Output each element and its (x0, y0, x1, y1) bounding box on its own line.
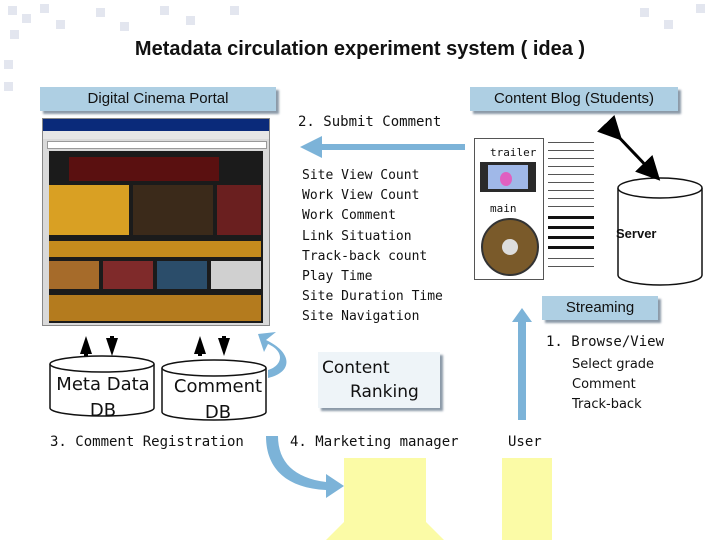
doc-text-line (548, 142, 594, 143)
doc-text-line (548, 246, 594, 249)
blog-label: Content Blog (Students) (470, 87, 678, 111)
main-label: main (490, 202, 517, 215)
decor-square (56, 20, 65, 29)
metadata-db-line-1: Meta Data (56, 374, 150, 395)
browser-page (49, 151, 263, 323)
metadata-db-line-2: DB (89, 400, 117, 421)
browser-toolbar (43, 131, 269, 139)
ranking-line-1: Content (322, 358, 390, 378)
content-ranking-box: Content Ranking (318, 352, 440, 408)
marketing-pc-icon (326, 458, 444, 540)
metrics-list: Site View Count Work View Count Work Com… (302, 166, 443, 328)
decor-square (4, 60, 13, 69)
film-strip-icon (480, 162, 536, 192)
sync-arrow (597, 115, 661, 181)
user-pc-icon (502, 458, 552, 540)
comment-db-line-2: DB (204, 402, 232, 423)
metric-item: Track-back count (302, 248, 428, 264)
updown-arrow-left (80, 336, 118, 356)
trailer-label: trailer (490, 146, 537, 159)
decor-square (96, 8, 105, 17)
doc-text-line (548, 150, 594, 151)
metric-item: Play Time (302, 269, 373, 285)
decor-square (664, 20, 673, 29)
doc-text-line (548, 182, 594, 183)
decor-square (40, 4, 49, 13)
comment-registration-label: 3. Comment Registration (50, 434, 244, 450)
doc-text-line (548, 236, 594, 239)
metric-item: Work View Count (302, 188, 420, 204)
metadata-db-label: Meta Data DB (48, 372, 158, 424)
metadata-db-cylinder (49, 355, 155, 417)
metric-item: Work Comment (302, 208, 396, 224)
decor-square (230, 6, 239, 15)
ranking-line-2: Ranking (350, 382, 419, 402)
doc-text-line (548, 206, 594, 207)
curved-arrow-lower (266, 436, 344, 498)
doc-text-line (548, 258, 594, 259)
curved-arrow-upper (258, 332, 287, 378)
decor-square (696, 4, 705, 13)
server-label: Server (616, 226, 657, 241)
decor-square (8, 6, 17, 15)
doc-text-line (548, 266, 594, 267)
submit-comment-label: 2. Submit Comment (298, 114, 442, 130)
metric-item: Site View Count (302, 168, 420, 183)
decor-square (160, 6, 169, 15)
doc-text-line (548, 216, 594, 219)
decor-square (640, 8, 649, 17)
browser-titlebar (43, 119, 269, 131)
user-label: User (508, 434, 542, 450)
metric-item: Site Duration Time (302, 289, 443, 305)
comment-db-label: Comment DB (166, 374, 270, 426)
user-action-item: Track-back (572, 397, 642, 412)
user-actions-list: Select grade Comment Track-back (572, 355, 654, 415)
browser-address-bar (47, 141, 267, 149)
comment-db-line-1: Comment (173, 376, 263, 397)
marketing-manager-label: 4. Marketing manager (290, 434, 459, 450)
submit-comment-arrow (300, 136, 465, 158)
page-title: Metadata circulation experiment system (… (134, 38, 586, 60)
decor-square (120, 22, 129, 31)
portal-screenshot (42, 118, 270, 326)
user-action-item: Comment (572, 377, 636, 392)
doc-text-line (548, 166, 594, 167)
decor-square (10, 30, 19, 39)
doc-text-line (548, 226, 594, 229)
streaming-label: Streaming (542, 296, 658, 320)
metric-item: Site Navigation (302, 309, 420, 325)
decor-square (4, 82, 13, 91)
doc-text-line (548, 158, 594, 159)
server-cylinder (617, 177, 703, 286)
browse-view-label: 1. Browse/View (546, 334, 665, 350)
browse-arrow (512, 308, 532, 420)
portal-label: Digital Cinema Portal (40, 87, 276, 111)
user-action-item: Select grade (572, 357, 655, 372)
comment-db-cylinder (161, 359, 267, 421)
film-reel-icon (481, 218, 539, 276)
updown-arrow-right (194, 336, 230, 356)
doc-text-line (548, 190, 594, 191)
decor-square (186, 16, 195, 25)
doc-text-line (548, 174, 594, 175)
metric-item: Link Situation (302, 228, 412, 244)
decor-square (22, 14, 31, 23)
doc-text-line (548, 198, 594, 199)
